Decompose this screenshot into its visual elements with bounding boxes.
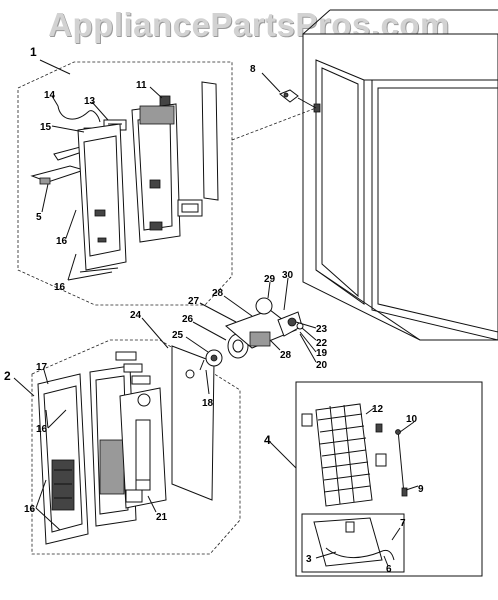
- callout-2: 2: [4, 369, 11, 383]
- refrigerator-cabinet: [302, 9, 498, 341]
- fan-motor-assembly: [199, 297, 304, 371]
- group-4-box: [295, 381, 483, 577]
- callout-12: 12: [372, 404, 384, 415]
- callout-22: 22: [316, 338, 328, 349]
- callout-13: 13: [84, 96, 96, 107]
- callout-4: 4: [264, 433, 271, 447]
- callout-16-d: 16: [24, 504, 36, 515]
- callout-16-b: 16: [54, 282, 66, 293]
- callout-14: 14: [44, 90, 56, 101]
- callout-leaders: [13, 59, 419, 567]
- callout-29: 29: [264, 274, 276, 285]
- callout-17: 17: [36, 362, 48, 373]
- callout-25: 25: [172, 330, 184, 341]
- callout-24: 24: [130, 310, 142, 321]
- group-1-parts: [30, 81, 219, 273]
- callout-28-b: 28: [280, 350, 292, 361]
- callout-6: 6: [386, 564, 392, 575]
- callout-16-a: 16: [56, 236, 68, 247]
- callout-5: 5: [36, 212, 42, 223]
- callout-20: 20: [316, 360, 328, 371]
- callout-11: 11: [136, 80, 147, 91]
- callout-18: 18: [202, 398, 214, 409]
- callout-23: 23: [316, 324, 328, 335]
- callout-9: 9: [418, 484, 424, 495]
- callout-7: 7: [400, 518, 406, 529]
- callout-28-a: 28: [212, 288, 224, 299]
- callout-30: 30: [282, 270, 294, 281]
- callout-19: 19: [316, 348, 328, 359]
- evaporator: [301, 403, 387, 507]
- callout-10: 10: [406, 414, 418, 425]
- callout-1: 1: [30, 45, 37, 59]
- callout-21: 21: [156, 512, 168, 523]
- callout-15: 15: [40, 122, 52, 133]
- group-7-box: [301, 513, 405, 573]
- callout-8: 8: [250, 64, 256, 75]
- callout-3: 3: [306, 554, 312, 565]
- drain-heater: [313, 517, 395, 567]
- defrost-sensor: [395, 429, 408, 497]
- callout-labels: 1 2 3 4 5 6 7 8 9 10 11 12 13 14 15 16 1…: [4, 45, 424, 575]
- callout-26: 26: [182, 314, 194, 325]
- callout-27: 27: [188, 296, 200, 307]
- group-2-parts: [37, 345, 215, 545]
- callout-16-c: 16: [36, 424, 48, 435]
- part-8-sensor: [261, 72, 317, 109]
